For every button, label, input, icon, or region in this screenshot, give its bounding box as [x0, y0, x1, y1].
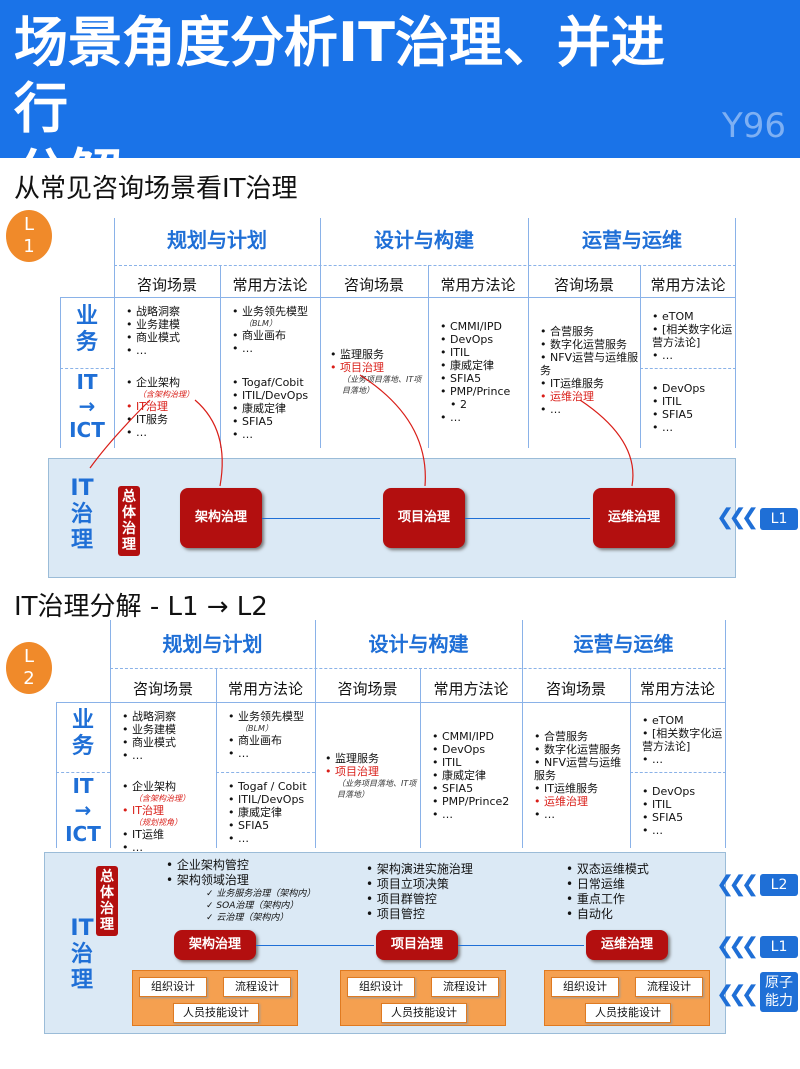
plan-biz-methods: 业务领先模型 （BLM） 商业画布…	[232, 305, 308, 355]
subcol-method: 常用方法论	[639, 680, 715, 698]
overall-governance-box: 总体治理	[96, 866, 118, 936]
section-title-2: IT治理分解 - L1 → L2	[14, 592, 268, 622]
subcol-scenario: 咨询场景	[132, 680, 193, 698]
subcol-scenario: 咨询场景	[553, 276, 614, 294]
architecture-governance-box[interactable]: 架构治理	[180, 488, 262, 548]
l2-plan-items: 企业架构管控架构领域治理 ✓ 业务服务治理（架构内） ✓ SOA治理（架构内） …	[166, 858, 316, 924]
process-design-box: 流程设计	[635, 977, 703, 997]
flow-arrow	[465, 518, 590, 519]
plan-it-methods: Togaf / CobitITIL/DevOps康威定律SFIA5…	[228, 780, 307, 845]
level-l1-tag: L1	[760, 508, 798, 530]
ops-it-methods: DevOpsITILSFIA5…	[652, 382, 705, 434]
title-banner	[0, 0, 800, 158]
subcol-method: 常用方法论	[440, 276, 516, 294]
org-design-box: 组织设计	[551, 977, 619, 997]
org-design-box: 组织设计	[139, 977, 207, 997]
row-it: IT→ICT	[69, 370, 105, 442]
level-l2-tag: L2	[760, 874, 798, 896]
chevrons-icon: ❮❮❮	[716, 872, 759, 897]
l2-design-items: 架构演进实施治理项目立项决策项目群管控项目管控	[366, 862, 473, 922]
phase-design: 设计与构建	[374, 228, 474, 252]
overall-governance-box: 总体治理	[118, 486, 140, 556]
design-scenarios: 监理服务项目治理 （业务项目落地、IT项目落地）	[325, 752, 420, 800]
plan-it-methods: Togaf/CobitITIL/DevOps康威定律SFIA5…	[232, 376, 308, 441]
plan-it-scenarios: 企业架构 （含架构治理） IT治理 （规划视角） IT运维…	[122, 780, 190, 854]
subcol-method: 常用方法论	[650, 276, 726, 294]
phase-plan: 规划与计划	[167, 228, 267, 252]
phase-ops: 运营与运维	[582, 228, 682, 252]
level-l1-tag: L1	[760, 936, 798, 958]
brand-mark: Y96	[721, 106, 786, 146]
project-governance-box[interactable]: 项目治理	[376, 930, 458, 960]
row-business: 业务	[75, 304, 98, 355]
plan-biz-scenarios: 战略洞察业务建模商业模式…	[122, 710, 176, 762]
design-scenarios: 监理服务项目治理 （业务项目落地、IT项目落地）	[330, 348, 425, 396]
subcol-scenario: 咨询场景	[136, 276, 197, 294]
plan-it-scenarios: 企业架构 （含架构治理） IT治理IT服务…	[126, 376, 194, 439]
project-governance-box[interactable]: 项目治理	[383, 488, 465, 548]
org-design-box: 组织设计	[347, 977, 415, 997]
architecture-governance-box[interactable]: 架构治理	[174, 930, 256, 960]
design-methods: CMMI/IPDDevOpsITIL康威定律SFIA5PMP/Prince2…	[432, 730, 509, 821]
atomic-capability-tag: 原子能力	[760, 972, 798, 1012]
plan-biz-methods: 业务领先模型 （BLM） 商业画布…	[228, 710, 304, 760]
design-methods: CMMI/IPDDevOpsITIL康威定律SFIA5PMP/Prince2…	[440, 320, 510, 424]
capability-group-ops: 组织设计 流程设计 人员技能设计	[544, 970, 710, 1026]
chevrons-icon: ❮❮❮	[716, 505, 759, 530]
section-title-1: 从常见咨询场景看IT治理	[14, 174, 298, 204]
skill-design-box: 人员技能设计	[585, 1003, 671, 1023]
ops-scenarios: 合营服务数字化运营服务NFV运营与运维服务IT运维服务运维治理…	[534, 730, 630, 821]
phase-ops: 运营与运维	[573, 632, 674, 656]
ops-biz-methods: eTOM[相关数字化运营方法论]…	[642, 714, 726, 766]
ops-biz-methods: eTOM[相关数字化运营方法论]…	[652, 310, 736, 362]
subcol-scenario: 咨询场景	[545, 680, 606, 698]
l2-ops-items: 双态运维模式日常运维重点工作自动化	[566, 862, 649, 922]
page-title: 场景角度分析IT治理、并进行分解	[14, 11, 665, 206]
subcol-method: 常用方法论	[232, 276, 308, 294]
skill-design-box: 人员技能设计	[381, 1003, 467, 1023]
subcol-scenario: 咨询场景	[337, 680, 398, 698]
flow-arrow	[256, 945, 374, 946]
capability-group-plan: 组织设计 流程设计 人员技能设计	[132, 970, 298, 1026]
subcol-method: 常用方法论	[227, 680, 303, 698]
subcol-scenario: 咨询场景	[343, 276, 404, 294]
subcol-method: 常用方法论	[433, 680, 509, 698]
row-it: IT→ICT	[65, 774, 101, 846]
phase-design: 设计与构建	[368, 632, 469, 656]
ops-governance-box[interactable]: 运维治理	[593, 488, 675, 548]
chevrons-icon: ❮❮❮	[716, 934, 759, 959]
process-design-box: 流程设计	[431, 977, 499, 997]
ops-governance-box[interactable]: 运维治理	[586, 930, 668, 960]
flow-arrow	[458, 945, 584, 946]
capability-group-design: 组织设计 流程设计 人员技能设计	[340, 970, 506, 1026]
phase-plan: 规划与计划	[162, 632, 263, 656]
row-business: 业务	[71, 708, 94, 759]
ops-scenarios: 合营服务数字化运营服务NFV运营与运维服务IT运维服务运维治理…	[540, 325, 640, 416]
process-design-box: 流程设计	[223, 977, 291, 997]
chevrons-icon: ❮❮❮	[716, 982, 759, 1007]
plan-biz-scenarios: 战略洞察业务建模商业模式…	[126, 305, 180, 357]
flow-arrow	[262, 518, 380, 519]
skill-design-box: 人员技能设计	[173, 1003, 259, 1023]
ops-it-methods: DevOpsITILSFIA5…	[642, 785, 695, 837]
